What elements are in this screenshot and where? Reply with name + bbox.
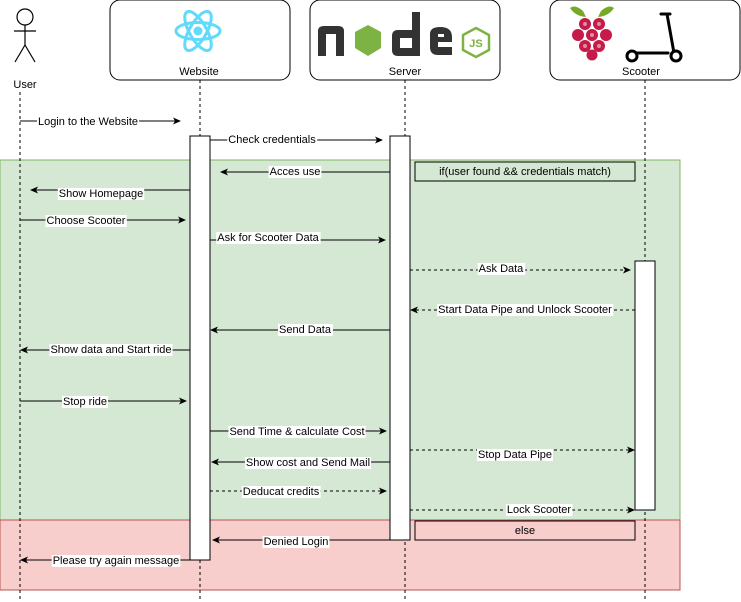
message-label: Please try again message: [53, 555, 180, 567]
else-label: else: [515, 525, 535, 537]
message-label: Denied Login: [264, 536, 329, 548]
message-label: Deducat credits: [243, 486, 320, 498]
condition-label: if(user found && credentials match): [439, 166, 611, 178]
scooter-participant-label: Scooter: [622, 66, 660, 78]
svg-text:JS: JS: [469, 38, 482, 50]
message-label-background: [61, 396, 109, 408]
message-17: Denied Login: [212, 536, 390, 548]
message-5: Choose Scooter: [20, 215, 186, 227]
message-18: Please try again message: [20, 555, 190, 567]
server-participant-box: [309, 0, 501, 81]
message-15: Deducat credits: [210, 486, 387, 498]
server-activation: [389, 135, 411, 541]
message-label-background: [244, 457, 372, 469]
message-label: Choose Scooter: [47, 215, 126, 227]
server-participant-label: Server: [389, 66, 422, 78]
else-box: [414, 520, 636, 541]
website-participant-label: Website: [179, 66, 219, 78]
user-actor-icon: [14, 8, 36, 63]
message-7: Ask Data: [410, 263, 631, 275]
message-16: Lock Scooter: [410, 504, 635, 516]
message-label-background: [36, 116, 140, 128]
website-activation: [189, 135, 211, 561]
message-6: Ask for Scooter Data: [210, 232, 386, 244]
message-label-background: [228, 426, 366, 438]
electric-scooter-icon: [625, 12, 683, 63]
message-label-background: [57, 188, 145, 200]
condition-box: [414, 161, 636, 182]
nodejs-logo-icon: JS: [318, 12, 491, 59]
message-1: Login to the Website: [20, 116, 181, 128]
message-label-background: [437, 304, 614, 316]
message-label: Stop Data Pipe: [478, 449, 552, 461]
message-label: Ask Data: [479, 263, 525, 275]
message-label: Acces use: [270, 166, 321, 178]
message-label: Show Homepage: [59, 188, 143, 200]
message-label-background: [262, 536, 330, 548]
scooter-activation: [634, 260, 656, 511]
message-label-background: [477, 263, 526, 275]
message-13: Stop Data Pipe: [410, 446, 635, 461]
message-label-background: [278, 324, 333, 336]
message-label-background: [49, 344, 173, 356]
message-label-background: [227, 134, 318, 146]
message-label: Show cost and Send Mail: [246, 457, 370, 469]
message-10: Show data and Start ride: [20, 344, 190, 356]
message-label: Stop ride: [63, 396, 107, 408]
message-3: Acces use: [220, 166, 390, 178]
message-label: Send Time & calculate Cost: [229, 426, 364, 438]
message-9: Send Data: [210, 324, 390, 336]
message-label-background: [268, 166, 322, 178]
message-label-background: [216, 232, 321, 244]
message-label-background: [45, 215, 127, 227]
message-label-background: [51, 555, 181, 567]
message-label: Check credentials: [228, 134, 316, 146]
message-2: Check credentials: [210, 134, 383, 146]
message-11: Stop ride: [20, 396, 187, 408]
message-4: Show Homepage: [30, 186, 190, 200]
message-label: Send Data: [279, 324, 332, 336]
message-label: Lock Scooter: [507, 504, 572, 516]
message-8: Start Data Pipe and Unlock Scooter: [410, 304, 635, 316]
message-label: Login to the Website: [38, 116, 138, 128]
message-label: Ask for Scooter Data: [217, 232, 319, 244]
user-actor-label: User: [13, 79, 37, 91]
message-14: Show cost and Send Mail: [211, 457, 390, 469]
raspberry-pi-icon: [570, 6, 614, 61]
message-label-background: [477, 449, 553, 461]
message-label-background: [241, 486, 321, 498]
message-label: Show data and Start ride: [50, 344, 171, 356]
message-label-background: [505, 504, 573, 516]
message-label: Start Data Pipe and Unlock Scooter: [438, 304, 612, 316]
message-12: Send Time & calculate Cost: [210, 426, 387, 438]
